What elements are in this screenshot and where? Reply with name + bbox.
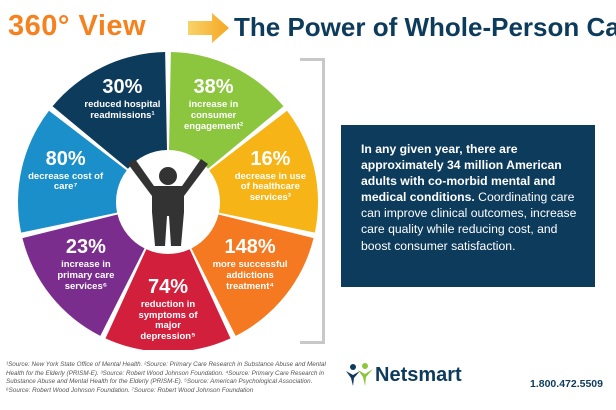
segment-percent: 23% xyxy=(65,236,106,259)
footnote-line-2: ⁶Source: Robert Wood Johnson Foundation.… xyxy=(6,386,254,394)
header: 360° View The Power of Whole-Person Care xyxy=(8,4,616,50)
segment-description: decrease in use of healthcare services³ xyxy=(234,170,306,203)
segment-label: 38%increase in consumer engagement² xyxy=(173,77,255,132)
wheel-segment xyxy=(105,249,231,350)
segment-label: 16%decrease in use of healthcare service… xyxy=(229,147,311,204)
segment-description: reduction in symptoms of major depressio… xyxy=(138,299,198,342)
arrow-right-icon xyxy=(188,13,229,43)
wheel-segment xyxy=(209,110,318,233)
segment-percent: 148% xyxy=(224,236,276,259)
segment-percent: 30% xyxy=(102,76,143,99)
phone-number: 1.800.472.5509 xyxy=(530,378,603,390)
segment-description: more successful addictions treatment⁴ xyxy=(212,259,288,292)
netsmart-logo: Netsmart xyxy=(345,362,485,388)
segment-description: increase in consumer engagement² xyxy=(183,99,244,132)
brand-name: Netsmart xyxy=(375,364,462,386)
wheel-segment xyxy=(168,52,284,169)
info-bold: In any given year, there are approximate… xyxy=(361,142,562,205)
segment-description: increase in primary care services⁶ xyxy=(57,259,115,292)
footnotes: ¹Source: New York State Office of Mental… xyxy=(6,361,336,395)
header-right-title: The Power of Whole-Person Care xyxy=(234,12,616,42)
wheel-segment xyxy=(52,52,168,169)
wheel-segment xyxy=(22,214,145,336)
segment-label: 74%reduction in symptoms of major depres… xyxy=(127,277,209,343)
segment-description: reduced hospital readmissions¹ xyxy=(84,99,161,122)
segment-label: 23%increase in primary care services⁶ xyxy=(45,237,127,292)
segment-percent: 80% xyxy=(45,147,86,170)
info-normal: Coordinating care can improve clinical o… xyxy=(361,190,577,253)
segment-description: decrease cost of care⁷ xyxy=(28,170,104,193)
info-box: In any given year, there are approximate… xyxy=(341,125,595,287)
wheel-segment xyxy=(17,110,127,233)
segment-percent: 38% xyxy=(193,76,234,99)
header-left-title: 360° View xyxy=(8,10,147,42)
segment-percent: 74% xyxy=(147,276,189,298)
segment-label: 30%reduced hospital readmissions¹ xyxy=(81,77,163,121)
person-arms-raised-icon xyxy=(128,159,208,246)
segment-percent: 16% xyxy=(250,147,291,170)
segment-label: 148%more successful addictions treatment… xyxy=(209,237,291,292)
bracket-divider xyxy=(300,58,325,344)
wheel-segment xyxy=(191,214,314,336)
footnote-line-1: ¹Source: New York State Office of Mental… xyxy=(6,361,326,385)
netsmart-figures-icon xyxy=(346,363,373,386)
info-text: In any given year, there are approximate… xyxy=(361,141,581,254)
wheel-graphic xyxy=(17,52,318,350)
segment-label: 80%decrease cost of care⁷ xyxy=(25,147,107,193)
